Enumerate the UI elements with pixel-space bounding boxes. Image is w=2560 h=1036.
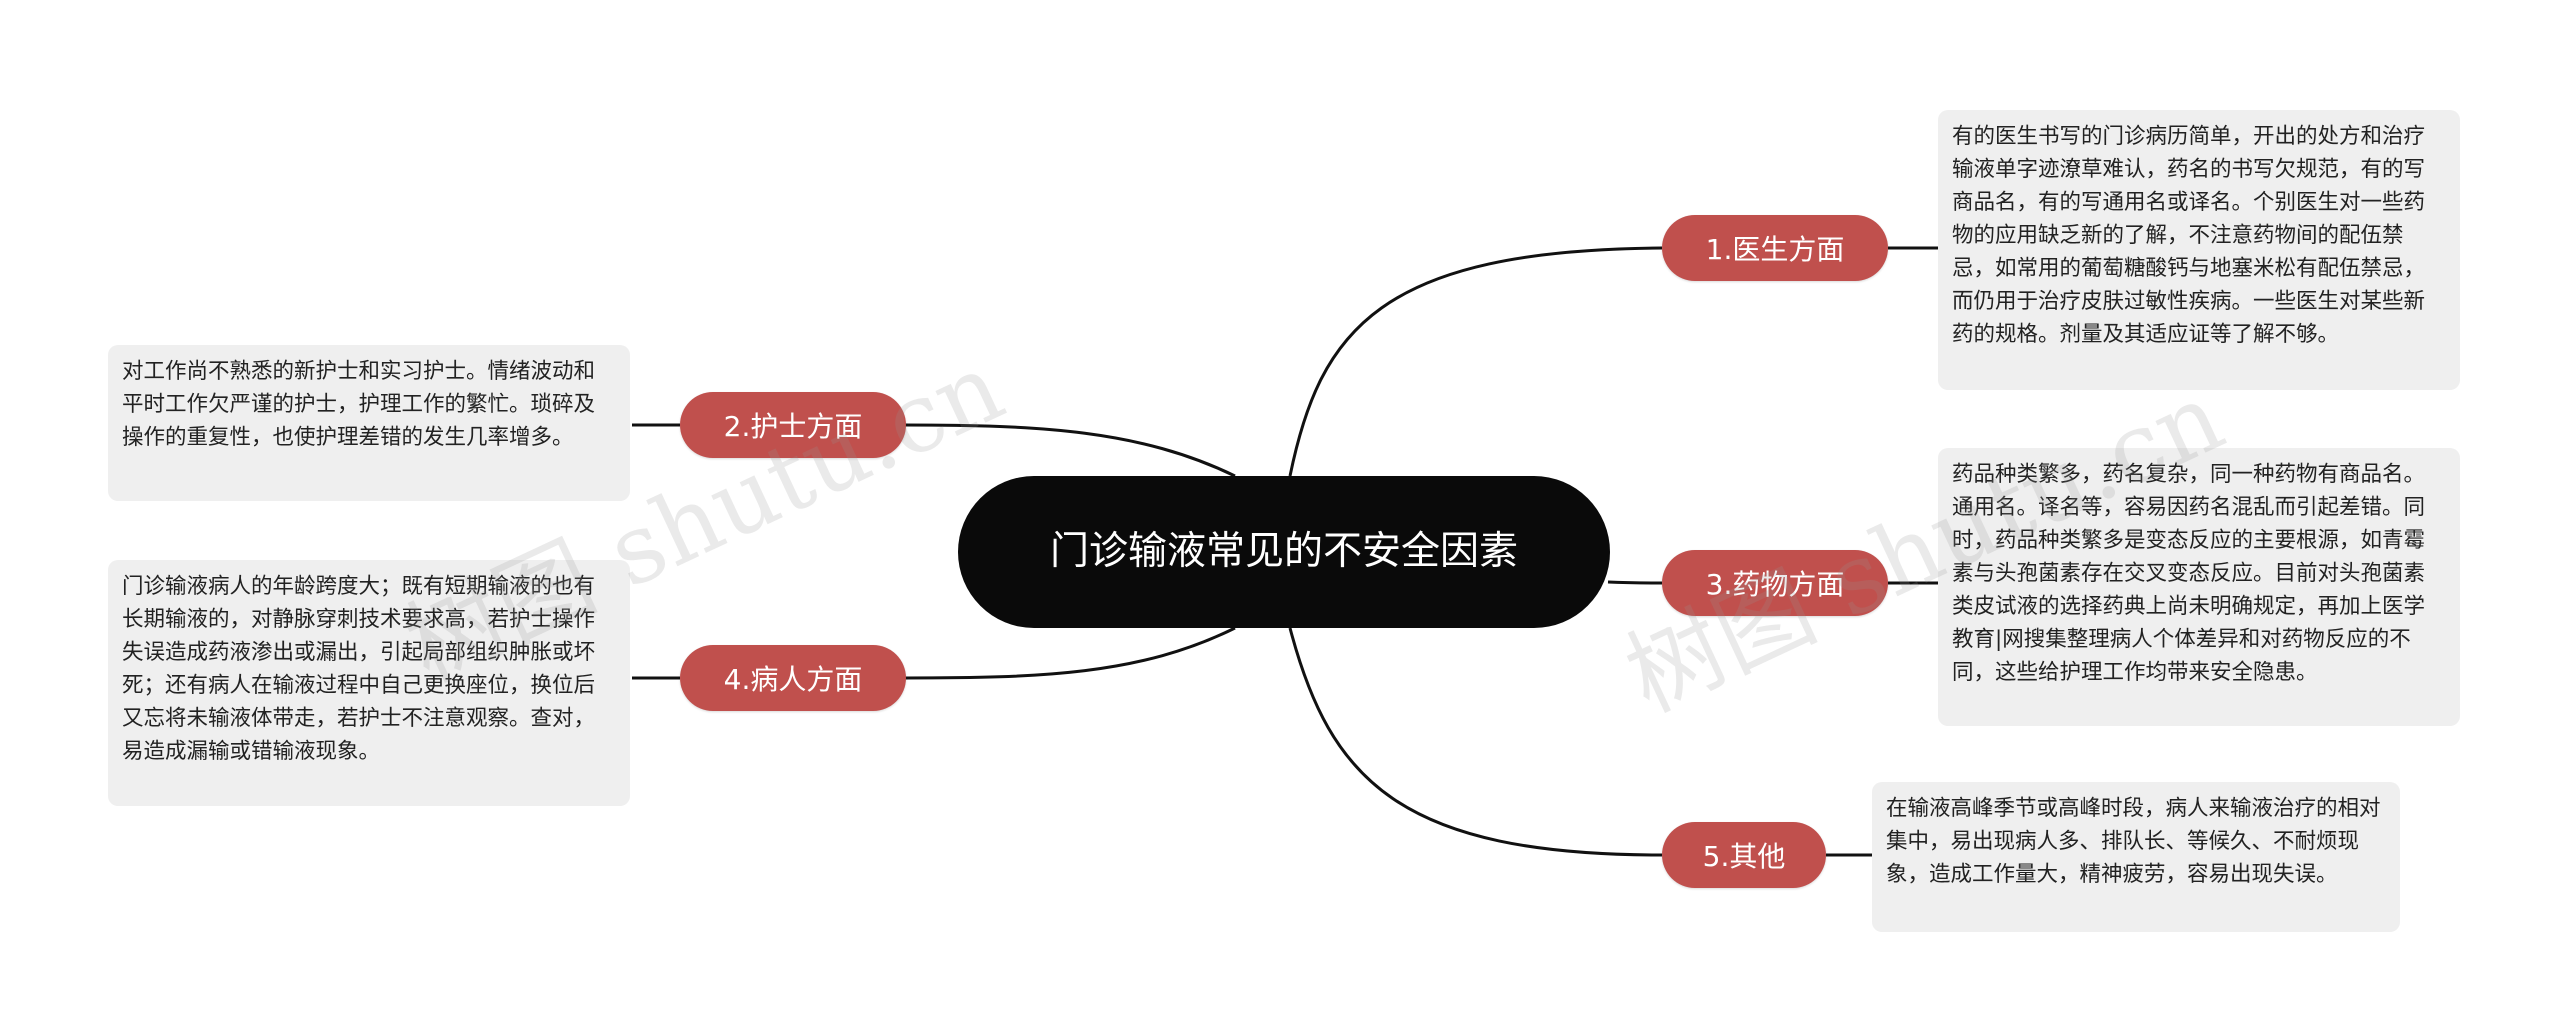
- branch-patient-label: 4.病人方面: [723, 663, 863, 696]
- branch-doctor[interactable]: 1.医生方面: [1662, 215, 1888, 281]
- connector-center-branch-2: [903, 423, 1236, 478]
- leaf-doctor-detail: 有的医生书写的门诊病历简单，开出的处方和治疗输液单字迹潦草难认，药名的书写欠规范…: [1938, 110, 2460, 390]
- branch-other-label: 5.其他: [1702, 840, 1786, 873]
- leaf-patient-detail: 门诊输液病人的年龄跨度大；既有短期输液的也有长期输液的，对静脉穿刺技术要求高，若…: [108, 560, 630, 806]
- connector-center-branch-3: [1607, 580, 1663, 585]
- leaf-patient-text: 门诊输液病人的年龄跨度大；既有短期输液的也有长期输液的，对静脉穿刺技术要求高，若…: [122, 574, 596, 764]
- branch-drug[interactable]: 3.药物方面: [1662, 550, 1888, 616]
- branch-doctor-label: 1.医生方面: [1705, 233, 1845, 266]
- leaf-nurse-text: 对工作尚不熟悉的新护士和实习护士。情绪波动和平时工作欠严谨的护士，护理工作的繁忙…: [122, 359, 596, 450]
- central-topic[interactable]: 门诊输液常见的不安全因素: [958, 476, 1610, 628]
- leaf-drug-detail: 药品种类繁多，药名复杂，同一种药物有商品名。通用名。译名等，容易因药名混乱而引起…: [1938, 448, 2460, 726]
- central-topic-label: 门诊输液常见的不安全因素: [1049, 529, 1518, 574]
- branch-drug-label: 3.药物方面: [1705, 568, 1845, 601]
- leaf-nurse-detail: 对工作尚不熟悉的新护士和实习护士。情绪波动和平时工作欠严谨的护士，护理工作的繁忙…: [108, 345, 630, 501]
- connector-center-branch-4: [903, 626, 1236, 680]
- leaf-drug-text: 药品种类繁多，药名复杂，同一种药物有商品名。通用名。译名等，容易因药名混乱而引起…: [1952, 462, 2426, 685]
- branch-nurse[interactable]: 2.护士方面: [680, 392, 906, 458]
- leaf-other-detail: 在输液高峰季节或高峰时段，病人来输液治疗的相对集中，易出现病人多、排队长、等候久…: [1872, 782, 2400, 932]
- branch-other[interactable]: 5.其他: [1662, 822, 1826, 888]
- leaf-doctor-text: 有的医生书写的门诊病历简单，开出的处方和治疗输液单字迹潦草难认，药名的书写欠规范…: [1952, 124, 2426, 347]
- connector-center-branch-1: [1288, 246, 1663, 477]
- branch-nurse-label: 2.护士方面: [723, 410, 863, 443]
- connector-center-branch-5: [1288, 627, 1663, 857]
- leaf-other-text: 在输液高峰季节或高峰时段，病人来输液治疗的相对集中，易出现病人多、排队长、等候久…: [1886, 796, 2381, 887]
- branch-patient[interactable]: 4.病人方面: [680, 645, 906, 711]
